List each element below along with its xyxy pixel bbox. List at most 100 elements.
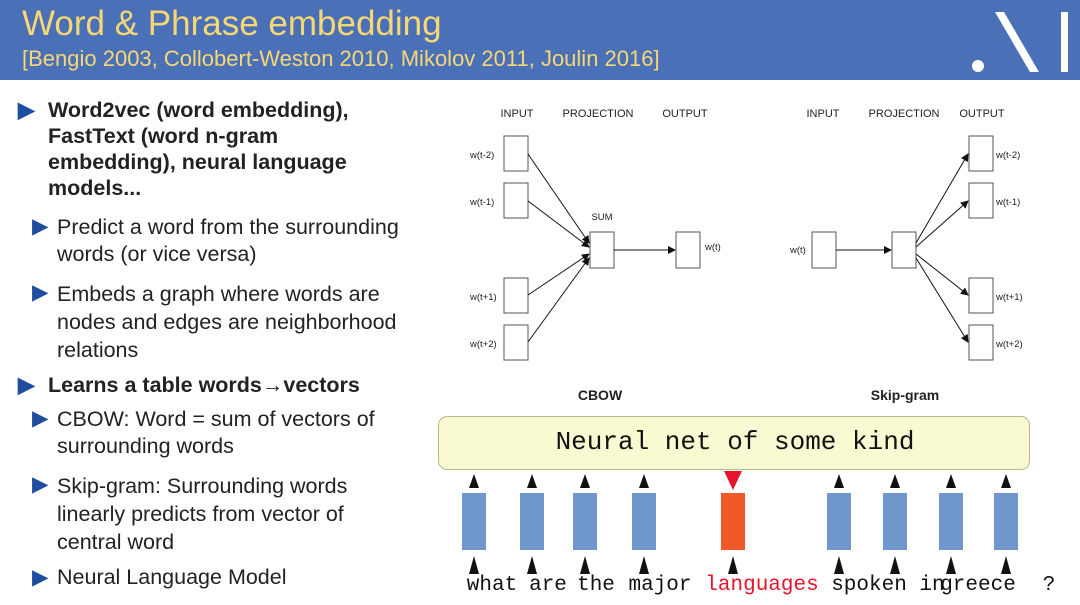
sentence-word: what <box>466 574 518 597</box>
sentence-word: in <box>919 574 945 597</box>
sentence-word: major <box>628 574 692 597</box>
subbullet-nlm: ▶ <box>32 565 49 590</box>
sentence-word: are <box>529 574 567 597</box>
skipgram-output-box <box>968 324 994 361</box>
cbow-input-label: w(t+1) <box>469 292 497 303</box>
cbow-input-box <box>503 324 529 361</box>
skipgram-output-box <box>968 182 994 219</box>
skipgram-input-box <box>811 231 837 269</box>
up-arrow-icon <box>527 474 537 488</box>
up-arrow-icon <box>1001 474 1011 488</box>
cbow-projection-box <box>589 231 615 269</box>
target-word: languages <box>705 574 819 597</box>
subbullet-predict: ▶ <box>32 214 49 239</box>
up-arrow-icon <box>580 556 590 574</box>
bullet-triangle-icon: ▶ <box>32 472 49 496</box>
bullet-line: relations <box>57 338 139 362</box>
skipgram-output-label: w(t+1) <box>995 292 1023 303</box>
word-vector <box>994 493 1018 550</box>
bullet-line: linearly predicts from vector of <box>57 502 344 526</box>
skipgram-projection-box <box>891 231 917 269</box>
up-arrow-icon <box>946 556 956 574</box>
target-down-arrow-icon <box>724 471 742 490</box>
bullet-line: Predict a word from the surrounding <box>57 215 399 239</box>
cbow-caption: CBOW <box>578 387 623 403</box>
neural-net-box: Neural net of some kind <box>438 416 1030 470</box>
subbullet-graph: ▶ <box>32 280 49 305</box>
bullet-line: Embeds a graph where words are <box>57 282 380 306</box>
skipgram-header-projection: PROJECTION <box>869 108 940 120</box>
skipgram-output-label: w(t+2) <box>995 339 1023 350</box>
bullet-line: surrounding words <box>57 434 234 458</box>
up-arrow-icon <box>834 556 844 574</box>
skipgram-caption: Skip-gram <box>871 387 939 403</box>
subbullet-cbow-text: CBOW: Word = sum of vectors of surroundi… <box>57 406 375 460</box>
up-arrow-icon <box>890 474 900 488</box>
bullet-triangle-icon: ▶ <box>18 98 35 122</box>
word-vector <box>883 493 907 550</box>
bullet-triangle-icon: ▶ <box>32 565 49 589</box>
cbow-input-box <box>503 135 529 172</box>
skipgram-header-output: OUTPUT <box>959 108 1005 120</box>
cbow-input-label: w(t+2) <box>469 339 497 350</box>
subbullet-skipgram: ▶ <box>32 472 49 497</box>
up-arrow-icon <box>469 556 479 574</box>
skipgram-output-label: w(t-2) <box>995 150 1020 161</box>
subbullet-skipgram-text: Skip-gram: Surrounding words linearly pr… <box>57 472 347 556</box>
skipgram-header-input: INPUT <box>807 108 840 120</box>
sentence-word: the <box>577 574 615 597</box>
word-vector-diagram <box>462 471 1018 574</box>
cbow-skipgram-diagram: INPUT PROJECTION OUTPUT INPUT PROJECTION… <box>469 108 1023 403</box>
bullet-learns-table: ▶ <box>18 373 35 398</box>
bullet-line: Skip-gram: Surrounding words <box>57 474 348 498</box>
subbullet-predict-text: Predict a word from the surrounding word… <box>57 214 399 268</box>
slide-title: Word & Phrase embedding <box>22 4 442 43</box>
bullet-line: central word <box>57 530 175 554</box>
word-vector <box>462 493 486 550</box>
cbow-output-label: w(t) <box>704 242 721 253</box>
word-vector <box>939 493 963 550</box>
bullet-triangle-icon: ▶ <box>18 373 35 397</box>
cbow-input-box <box>503 277 529 314</box>
up-arrow-icon <box>946 474 956 488</box>
neural-net-label: Neural net of some kind <box>555 427 915 457</box>
cbow-sum-label: SUM <box>591 212 612 223</box>
cbow-header-input: INPUT <box>501 108 534 120</box>
sentence-word: spoken <box>831 574 907 597</box>
word-vector <box>827 493 851 550</box>
slide-header: Word & Phrase embedding [Bengio 2003, Co… <box>0 0 1080 80</box>
bullet-line: models... <box>48 176 142 200</box>
bullet-triangle-icon: ▶ <box>32 214 49 238</box>
up-arrow-icon <box>639 474 649 488</box>
bullet-line: words (or vice versa) <box>57 242 257 266</box>
cbow-output-box <box>675 231 701 269</box>
sentence-word: greece <box>940 574 1016 597</box>
subbullet-cbow: ▶ <box>32 406 49 431</box>
sentence-word: ? <box>1042 574 1056 597</box>
skipgram-output-box <box>968 277 994 314</box>
bullet-line: embedding), neural language <box>48 150 347 174</box>
cbow-input-label: w(t-2) <box>469 150 494 161</box>
word-vector <box>632 493 656 550</box>
bullet-triangle-icon: ▶ <box>32 280 49 304</box>
bullet-word2vec-text: Word2vec (word embedding), FastText (wor… <box>48 98 349 201</box>
skipgram-input-label: w(t) <box>789 245 806 256</box>
up-arrow-icon <box>639 556 649 574</box>
up-arrow-icon <box>527 556 537 574</box>
up-arrow-icon <box>1001 556 1011 574</box>
target-word-vector <box>721 493 745 550</box>
up-arrow-icon <box>890 556 900 574</box>
logo-icon <box>972 12 1068 72</box>
up-arrow-icon <box>469 474 479 488</box>
bullet-word2vec: ▶ <box>18 98 35 123</box>
bullet-triangle-icon: ▶ <box>32 406 49 430</box>
up-arrow-icon <box>728 556 738 574</box>
skipgram-output-box <box>968 135 994 172</box>
skipgram-output-label: w(t-1) <box>995 197 1020 208</box>
cbow-header-output: OUTPUT <box>662 108 708 120</box>
cbow-header-projection: PROJECTION <box>563 108 634 120</box>
slide-subtitle: [Bengio 2003, Collobert-Weston 2010, Mik… <box>22 46 660 71</box>
word-vector <box>520 493 544 550</box>
cbow-input-label: w(t-1) <box>469 197 494 208</box>
up-arrow-icon <box>580 474 590 488</box>
